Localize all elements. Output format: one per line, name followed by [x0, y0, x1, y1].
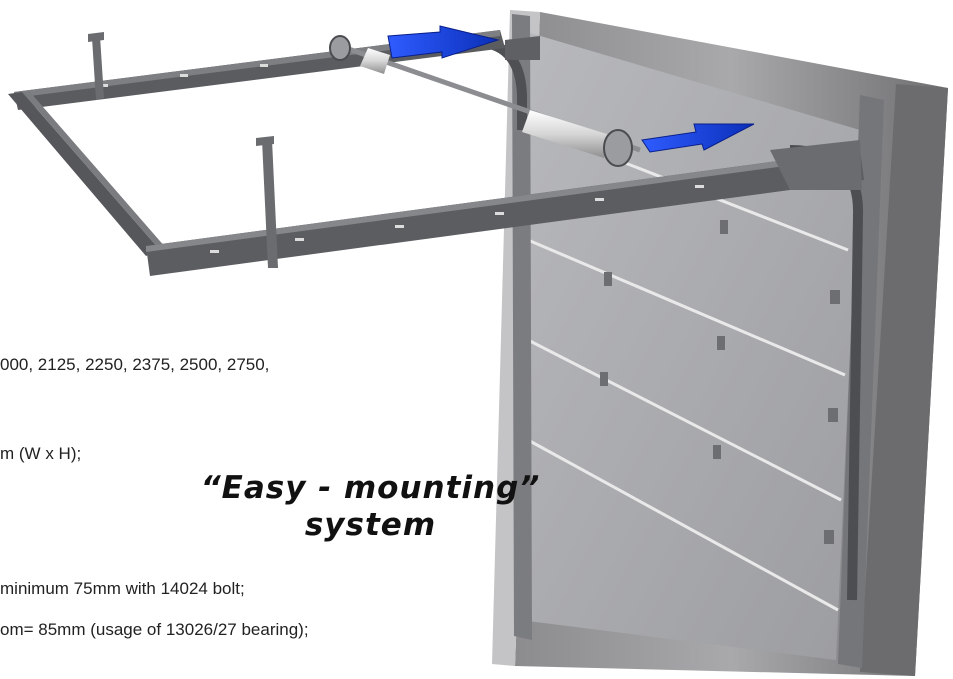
spec-line: om= 85mm (usage of 13026/27 bearing); [0, 620, 309, 639]
spec-line: m (W x H); [0, 444, 82, 463]
arrow-right-icon [387, 25, 500, 59]
spec-line: 000, 2125, 2250, 2375, 2500, 2750, [0, 355, 270, 374]
torsion-shaft [329, 35, 641, 167]
arrow-right-icon [641, 123, 755, 153]
headline-title: “Easy - mounting” [200, 470, 541, 506]
hanger-brackets [88, 32, 278, 268]
spec-line: minimum 75mm with 14024 bolt; [0, 579, 245, 598]
headline-subtitle: system [304, 507, 437, 543]
frame-rails [8, 30, 864, 601]
